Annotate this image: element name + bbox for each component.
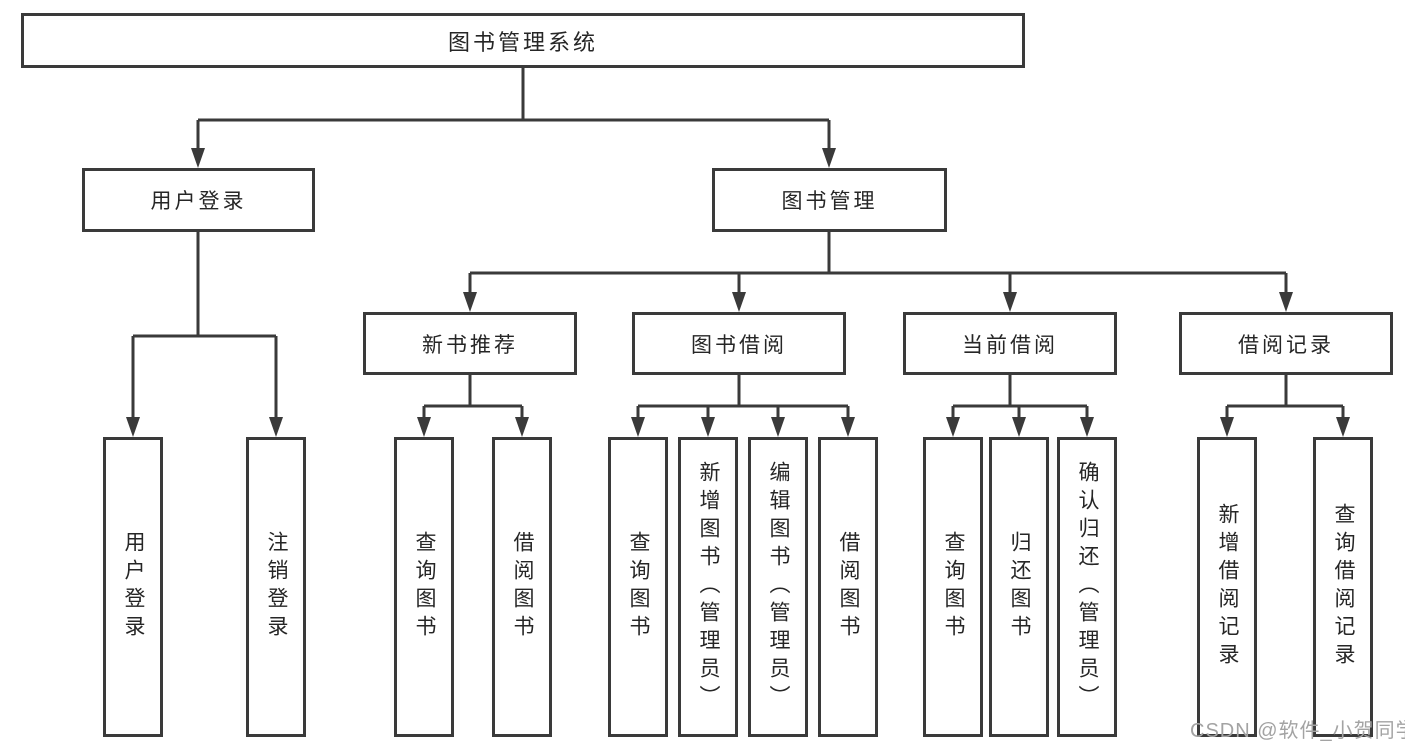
leaf-add-books-admin: 新增图书（管理员）: [678, 437, 738, 737]
arrowheads: [126, 148, 1350, 437]
leaf-query-books-recommend: 查询图书: [394, 437, 454, 737]
leaf-confirm-return-admin: 确认归还（管理员）: [1057, 437, 1117, 737]
watermark: CSDN @软件_小贺同学: [1190, 720, 1405, 742]
leaf-borrow-books: 借阅图书: [818, 437, 878, 737]
leaf-query-borrow-record: 查询借阅记录: [1313, 437, 1373, 737]
node-new-book-recommend: 新书推荐: [363, 312, 577, 375]
leaf-borrow-books-recommend: 借阅图书: [492, 437, 552, 737]
leaf-query-books-current: 查询图书: [923, 437, 983, 737]
node-user-login: 用户登录: [82, 168, 315, 232]
node-library-management-system: 图书管理系统: [21, 13, 1025, 68]
leaf-add-borrow-record: 新增借阅记录: [1197, 437, 1257, 737]
leaf-logout: 注销登录: [246, 437, 306, 737]
node-current-borrow: 当前借阅: [903, 312, 1117, 375]
node-book-borrow: 图书借阅: [632, 312, 846, 375]
leaf-return-books: 归还图书: [989, 437, 1049, 737]
node-borrow-records: 借阅记录: [1179, 312, 1393, 375]
leaf-query-books-borrow: 查询图书: [608, 437, 668, 737]
leaf-user-login: 用户登录: [103, 437, 163, 737]
leaf-edit-books-admin: 编辑图书（管理员）: [748, 437, 808, 737]
node-book-management: 图书管理: [712, 168, 947, 232]
